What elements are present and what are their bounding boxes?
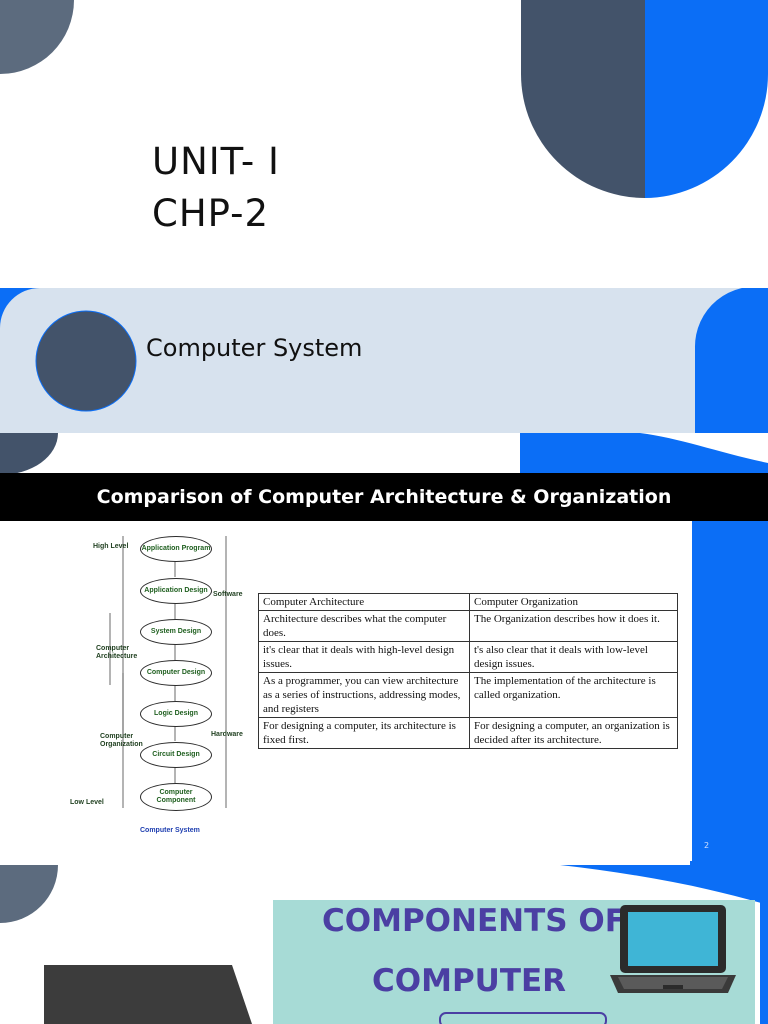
table-row: it's clear that it deals with high-level… (258, 641, 678, 673)
low-level-label: Low Level (70, 799, 104, 806)
node-computer-component: Computer Component (140, 783, 212, 811)
dark-leaf-shape (521, 0, 645, 198)
slide-components: COMPONENTS OF COMPUTER (0, 865, 768, 1024)
slide1-decor (0, 0, 768, 198)
slide-comparison: Comparison of Computer Architecture & Or… (0, 433, 768, 865)
table-cell: t's also clear that it deals with low-le… (469, 641, 678, 673)
laptop-icon (610, 905, 736, 993)
diagram-lines (109, 536, 227, 808)
dark-corner-shape (0, 865, 58, 923)
table-header-organization: Computer Organization (469, 593, 678, 611)
section-title: Computer System (146, 334, 363, 362)
comparison-header: Comparison of Computer Architecture & Or… (0, 473, 768, 521)
table-cell: As a programmer, you can view architectu… (258, 672, 470, 718)
organization-label: Computer Organization (100, 733, 143, 748)
diagram-caption: Computer System (140, 827, 200, 834)
software-label: Software (213, 591, 243, 598)
architecture-label: Computer Architecture (96, 645, 138, 660)
blue-curve-shape (560, 865, 768, 905)
dark-parallelogram (44, 965, 252, 1024)
table-cell: For designing a computer, its architectu… (258, 717, 470, 749)
components-title-line1: COMPONENTS OF (322, 903, 626, 939)
blue-arch (694, 288, 768, 433)
chapter-title: CHP-2 (152, 192, 270, 235)
light-band (0, 288, 768, 433)
section-circle (35, 310, 137, 412)
table-header-architecture: Computer Architecture (258, 593, 470, 611)
table-cell: Architecture describes what the computer… (258, 610, 470, 642)
table-row: As a programmer, you can view architectu… (258, 672, 678, 718)
table-cell: The Organization describes how it does i… (469, 610, 678, 642)
table-row: For designing a computer, its architectu… (258, 717, 678, 749)
comparison-table: Computer Architecture Computer Organizat… (258, 593, 678, 749)
high-level-label: High Level (93, 543, 129, 550)
components-title-line2: COMPUTER (372, 963, 567, 999)
table-header-row: Computer Architecture Computer Organizat… (258, 593, 678, 611)
page-number: 2 (704, 841, 710, 850)
table-cell: For designing a computer, an organizatio… (469, 717, 678, 749)
corner-quarter-circle (0, 0, 74, 74)
node-computer-design: Computer Design (140, 660, 212, 686)
table-row: Architecture describes what the computer… (258, 610, 678, 642)
slide2-decor (0, 288, 768, 433)
dark-corner-shape (0, 433, 58, 475)
node-application-program: Application Program (140, 536, 212, 562)
table-cell: The implementation of the architecture i… (469, 672, 678, 718)
node-system-design: System Design (140, 619, 212, 645)
node-circuit-design: Circuit Design (140, 742, 212, 768)
slide-section: Computer System (0, 288, 768, 433)
table-cell: it's clear that it deals with high-level… (258, 641, 470, 673)
unit-title: UNIT- I (152, 140, 280, 183)
slide-title: UNIT- I CHP-2 (0, 0, 768, 288)
blue-curve-shape (520, 433, 768, 865)
node-logic-design: Logic Design (140, 701, 212, 727)
hardware-label: Hardware (211, 731, 243, 738)
blue-leaf-shape (645, 0, 768, 198)
node-application-design: Application Design (140, 578, 212, 604)
